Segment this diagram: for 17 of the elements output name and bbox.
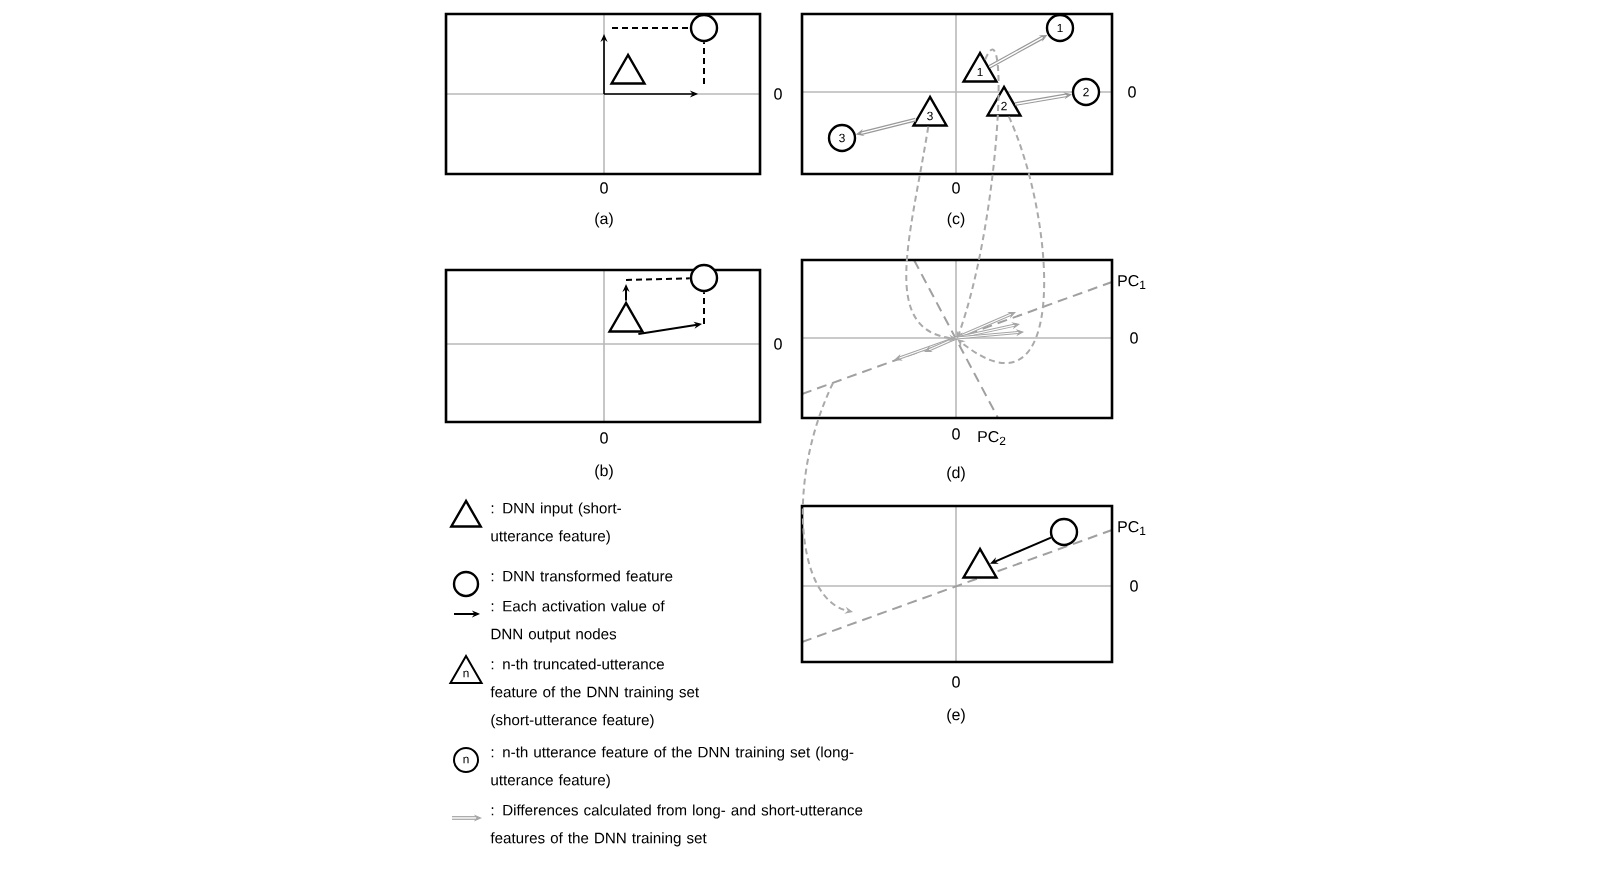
plot-panel bbox=[444, 12, 762, 176]
mapping-curve bbox=[801, 382, 853, 614]
projection-line bbox=[611, 27, 691, 29]
mapping-curve bbox=[956, 49, 1000, 339]
plot-panel bbox=[800, 258, 1114, 420]
circle-marker bbox=[689, 13, 719, 43]
projection-line bbox=[703, 291, 705, 325]
plot-panel bbox=[444, 268, 762, 424]
mapping-curve bbox=[957, 115, 1045, 365]
difference-arrow bbox=[1014, 92, 1072, 106]
projection-line bbox=[625, 277, 691, 281]
circle-marker bbox=[1049, 517, 1079, 547]
projection-line bbox=[703, 41, 705, 85]
circle-marker bbox=[689, 263, 719, 293]
activation-arrow bbox=[637, 321, 702, 335]
plot-panel bbox=[800, 12, 1114, 176]
plot-panel bbox=[800, 504, 1114, 664]
